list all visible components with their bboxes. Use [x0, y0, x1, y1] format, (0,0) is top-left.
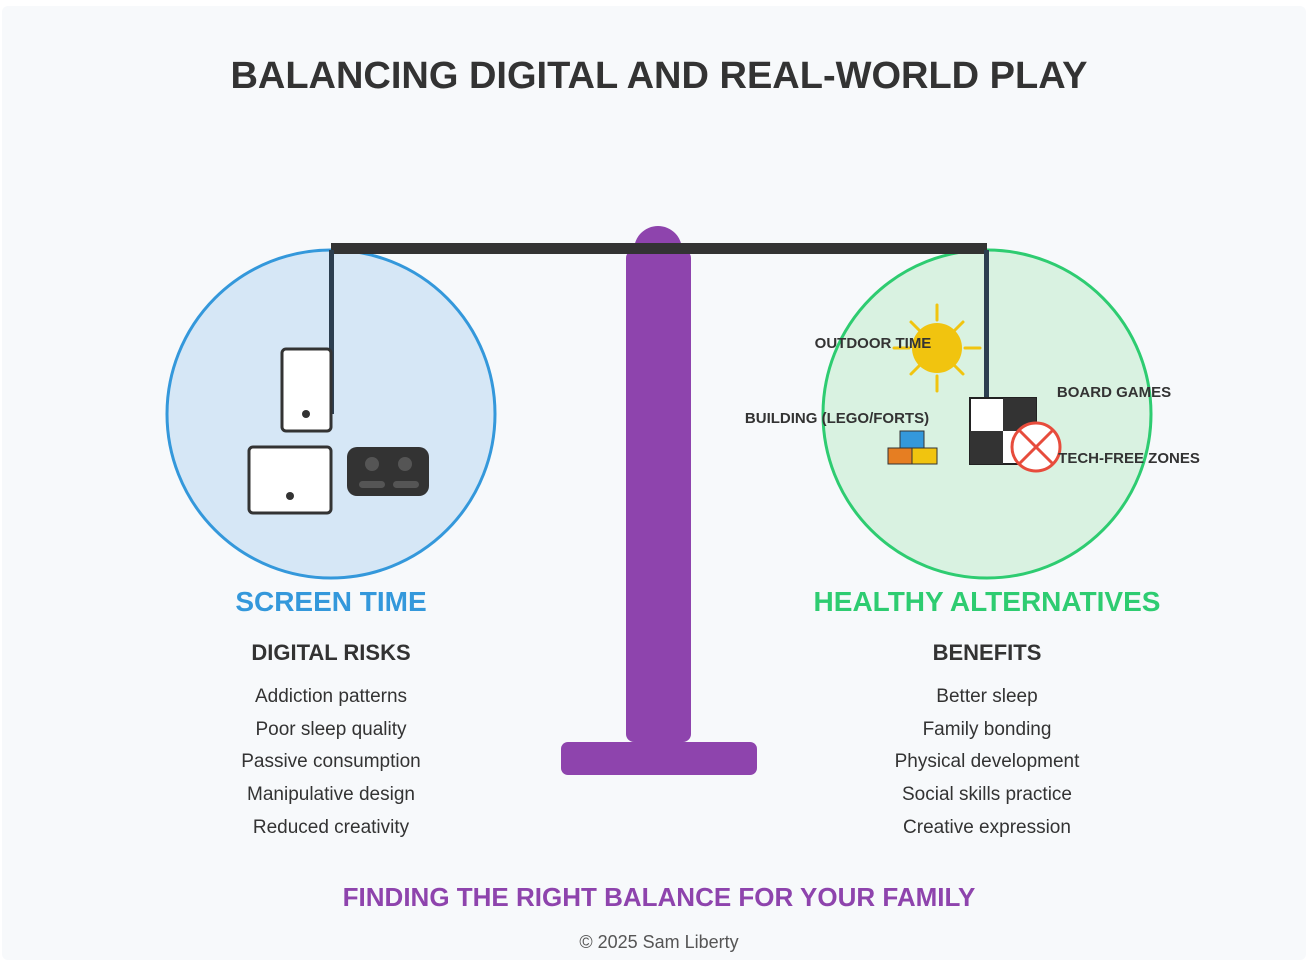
- board-games-label: BOARD GAMES: [1057, 384, 1171, 401]
- smartphone-icon: [280, 347, 333, 433]
- list-item: Poor sleep quality: [255, 719, 407, 740]
- footer-tagline: FINDING THE RIGHT BALANCE FOR YOUR FAMIL…: [343, 882, 976, 912]
- benefits-subheading: BENEFITS: [933, 640, 1042, 665]
- left-hanging-rod: [329, 250, 334, 414]
- no-tech-icon: [1010, 421, 1062, 473]
- list-item: Passive consumption: [241, 751, 421, 772]
- lego-bricks-icon: [887, 430, 938, 465]
- building-label: BUILDING (LEGO/FORTS): [745, 410, 929, 427]
- beam-bar: [331, 243, 987, 254]
- list-item: Creative expression: [903, 817, 1071, 838]
- game-controller-icon: [347, 447, 429, 496]
- list-item: Addiction patterns: [255, 686, 407, 707]
- list-item: Physical development: [895, 751, 1081, 772]
- list-item: Better sleep: [936, 686, 1037, 707]
- copyright-text: © 2025 Sam Liberty: [579, 932, 738, 952]
- right-hanging-rod: [984, 250, 989, 400]
- stand-pillar: [626, 250, 691, 742]
- outdoor-time-label: OUTDOOR TIME: [815, 335, 932, 352]
- scale-stand: [561, 226, 757, 775]
- healthy-alternatives-heading: HEALTHY ALTERNATIVES: [814, 586, 1161, 617]
- digital-risks-list: Addiction patterns Poor sleep quality Pa…: [241, 686, 421, 838]
- stand-base: [561, 742, 757, 775]
- tech-free-zones-label: TECH-FREE ZONES: [1058, 450, 1200, 467]
- list-item: Social skills practice: [902, 784, 1072, 805]
- screen-time-heading: SCREEN TIME: [235, 586, 426, 617]
- scale-beam: [329, 243, 989, 414]
- page-title: BALANCING DIGITAL AND REAL-WORLD PLAY: [230, 55, 1087, 97]
- benefits-list: Better sleep Family bonding Physical dev…: [895, 686, 1081, 838]
- tablet-icon: [247, 445, 333, 515]
- list-item: Manipulative design: [247, 784, 415, 805]
- list-item: Reduced creativity: [253, 817, 410, 838]
- list-item: Family bonding: [923, 719, 1052, 740]
- sun-icon: [892, 303, 982, 393]
- digital-risks-subheading: DIGITAL RISKS: [251, 640, 410, 665]
